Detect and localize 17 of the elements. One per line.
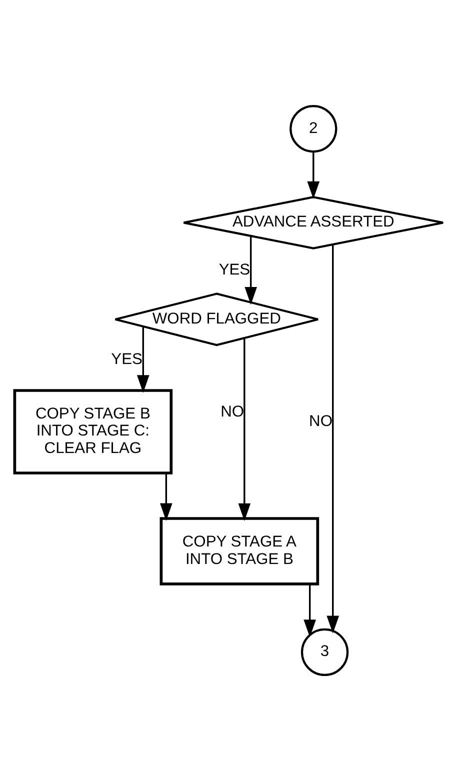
arrow xyxy=(306,151,320,198)
node-circle: 2 xyxy=(289,104,337,152)
arrow xyxy=(244,236,257,304)
node-circle: 3 xyxy=(300,628,348,676)
arrow xyxy=(326,244,339,633)
edge-label: NO xyxy=(220,403,244,420)
edge-label: YES xyxy=(110,350,142,368)
edge-label: YES xyxy=(218,261,250,278)
arrow xyxy=(303,584,316,637)
arrow xyxy=(136,326,149,392)
arrow xyxy=(238,338,250,521)
node-diamond: ADVANCE ASSERTED xyxy=(182,195,444,249)
arrow xyxy=(160,473,172,520)
node-box: COPY STAGE A INTO STAGE B xyxy=(159,516,319,585)
edge-label: NO xyxy=(308,412,332,430)
node-diamond: WORD FLAGGED xyxy=(114,292,319,346)
node-box: COPY STAGE B INTO STAGE C: CLEAR FLAG xyxy=(12,388,172,474)
